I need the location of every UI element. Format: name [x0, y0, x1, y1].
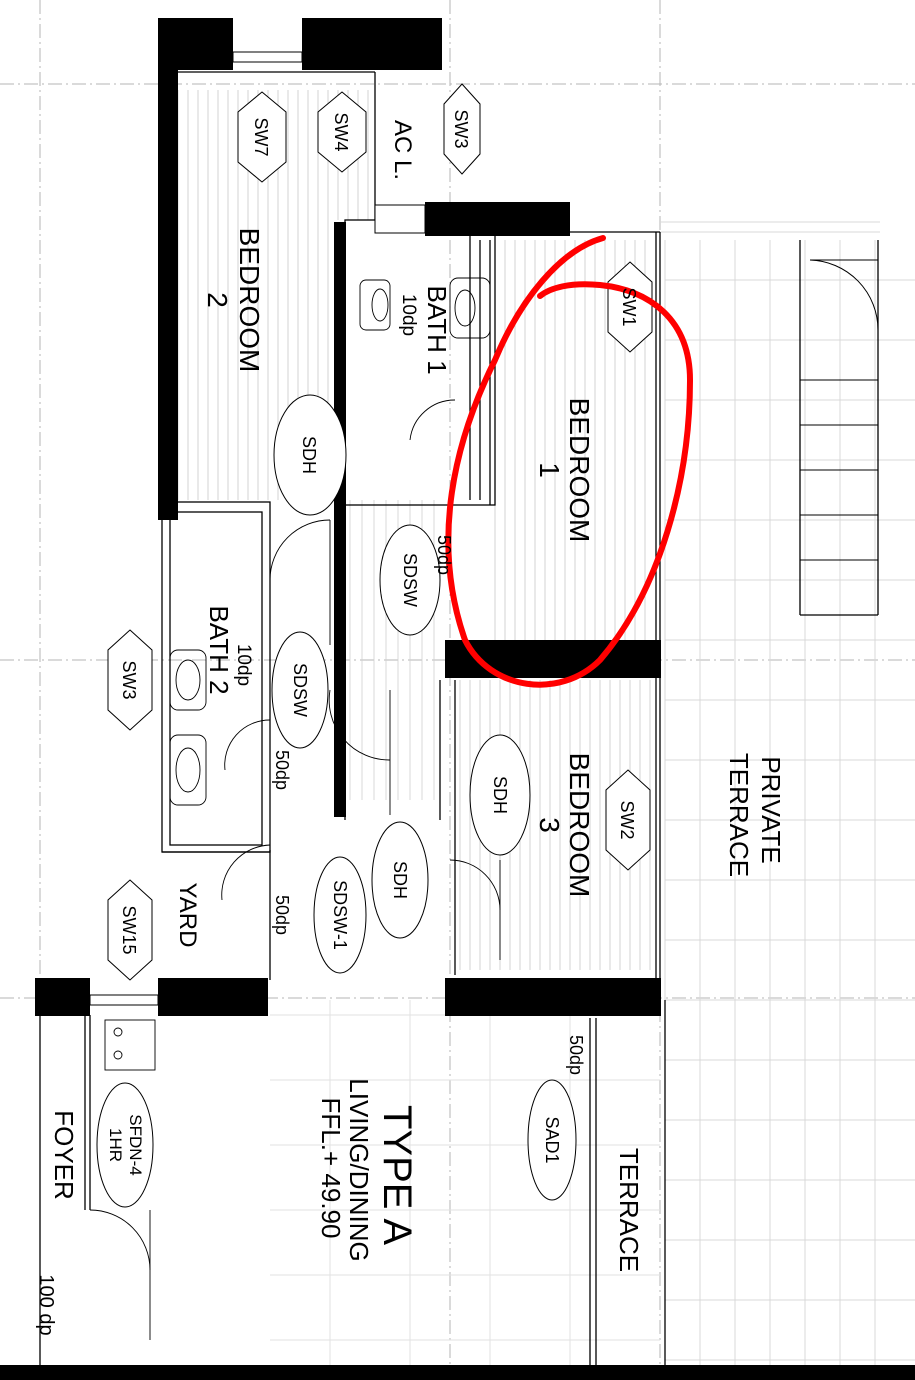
- door-swings: [89, 399, 501, 1340]
- tag-sw3-left: SW3: [119, 660, 139, 699]
- foyer-dp: 100 dp: [35, 1274, 57, 1335]
- door-tags: [96, 394, 577, 1208]
- tag-sw3-top: SW3: [451, 109, 471, 148]
- dim-50dp-b: 50dp: [272, 750, 292, 790]
- bedroom3-number: 3: [534, 817, 565, 833]
- dim-50dp-c: 50dp: [272, 895, 292, 935]
- bedroom3-label: BEDROOM: [564, 753, 595, 898]
- window-tags: [107, 83, 653, 981]
- tag-sdsw-a: SDSW: [400, 553, 420, 607]
- labels: BEDROOM 2 BEDROOM 1 BEDROOM 3 BATH 1 10d…: [35, 109, 786, 1335]
- tag-sw1: SW1: [619, 287, 639, 326]
- bath2-label: BATH 2: [204, 605, 234, 694]
- tag-sw2: SW2: [617, 800, 637, 839]
- private-terrace-label-2: TERRACE: [724, 753, 754, 877]
- tag-sdsw-b: SDSW: [290, 663, 310, 717]
- window-frames: [89, 51, 426, 1006]
- bath1-dp: 10dp: [398, 294, 419, 336]
- tag-sad1: SAD1: [542, 1116, 562, 1163]
- tag-sdsw1: SDSW-1: [330, 880, 350, 950]
- tag-sfdn: SFDN-4: [126, 1114, 145, 1175]
- fixtures: [104, 277, 491, 1071]
- bedroom2-label: BEDROOM: [234, 228, 265, 373]
- tag-sw7: SW7: [251, 117, 271, 156]
- bedroom2-number: 2: [202, 292, 233, 308]
- thick-walls: [0, 18, 915, 1380]
- dim-50dp-a: 50dp: [434, 535, 454, 575]
- ffl-label: FFL.+ 49.90: [316, 1098, 346, 1239]
- highlight-circle: [445, 235, 693, 688]
- terrace-tiles: [660, 221, 915, 1380]
- tag-sfdn-rating: 1HR: [106, 1128, 125, 1162]
- dim-50dp-d: 50dp: [566, 1035, 586, 1075]
- terrace-rails: [800, 259, 879, 561]
- terrace-label: TERRACE: [614, 1148, 644, 1272]
- bedroom1-number: 1: [534, 462, 565, 478]
- tag-sdh-a: SDH: [299, 436, 319, 474]
- foyer-label: FOYER: [49, 1110, 79, 1200]
- tag-sw4: SW4: [331, 112, 351, 151]
- private-terrace-label: PRIVATE: [756, 756, 786, 863]
- bedroom1-label: BEDROOM: [564, 398, 595, 543]
- type-label: TYPE A: [375, 1105, 419, 1245]
- yard-label: YARD: [174, 883, 201, 948]
- acl-label: AC L.: [389, 120, 416, 180]
- tag-sdh-c: SDH: [490, 776, 510, 814]
- tag-sw15: SW15: [119, 905, 139, 954]
- tag-sdh-b: SDH: [390, 861, 410, 899]
- bath1-label: BATH 1: [422, 285, 452, 374]
- living-label: LIVING/DINING: [344, 1078, 374, 1261]
- bath2-dp: 10dp: [233, 644, 254, 686]
